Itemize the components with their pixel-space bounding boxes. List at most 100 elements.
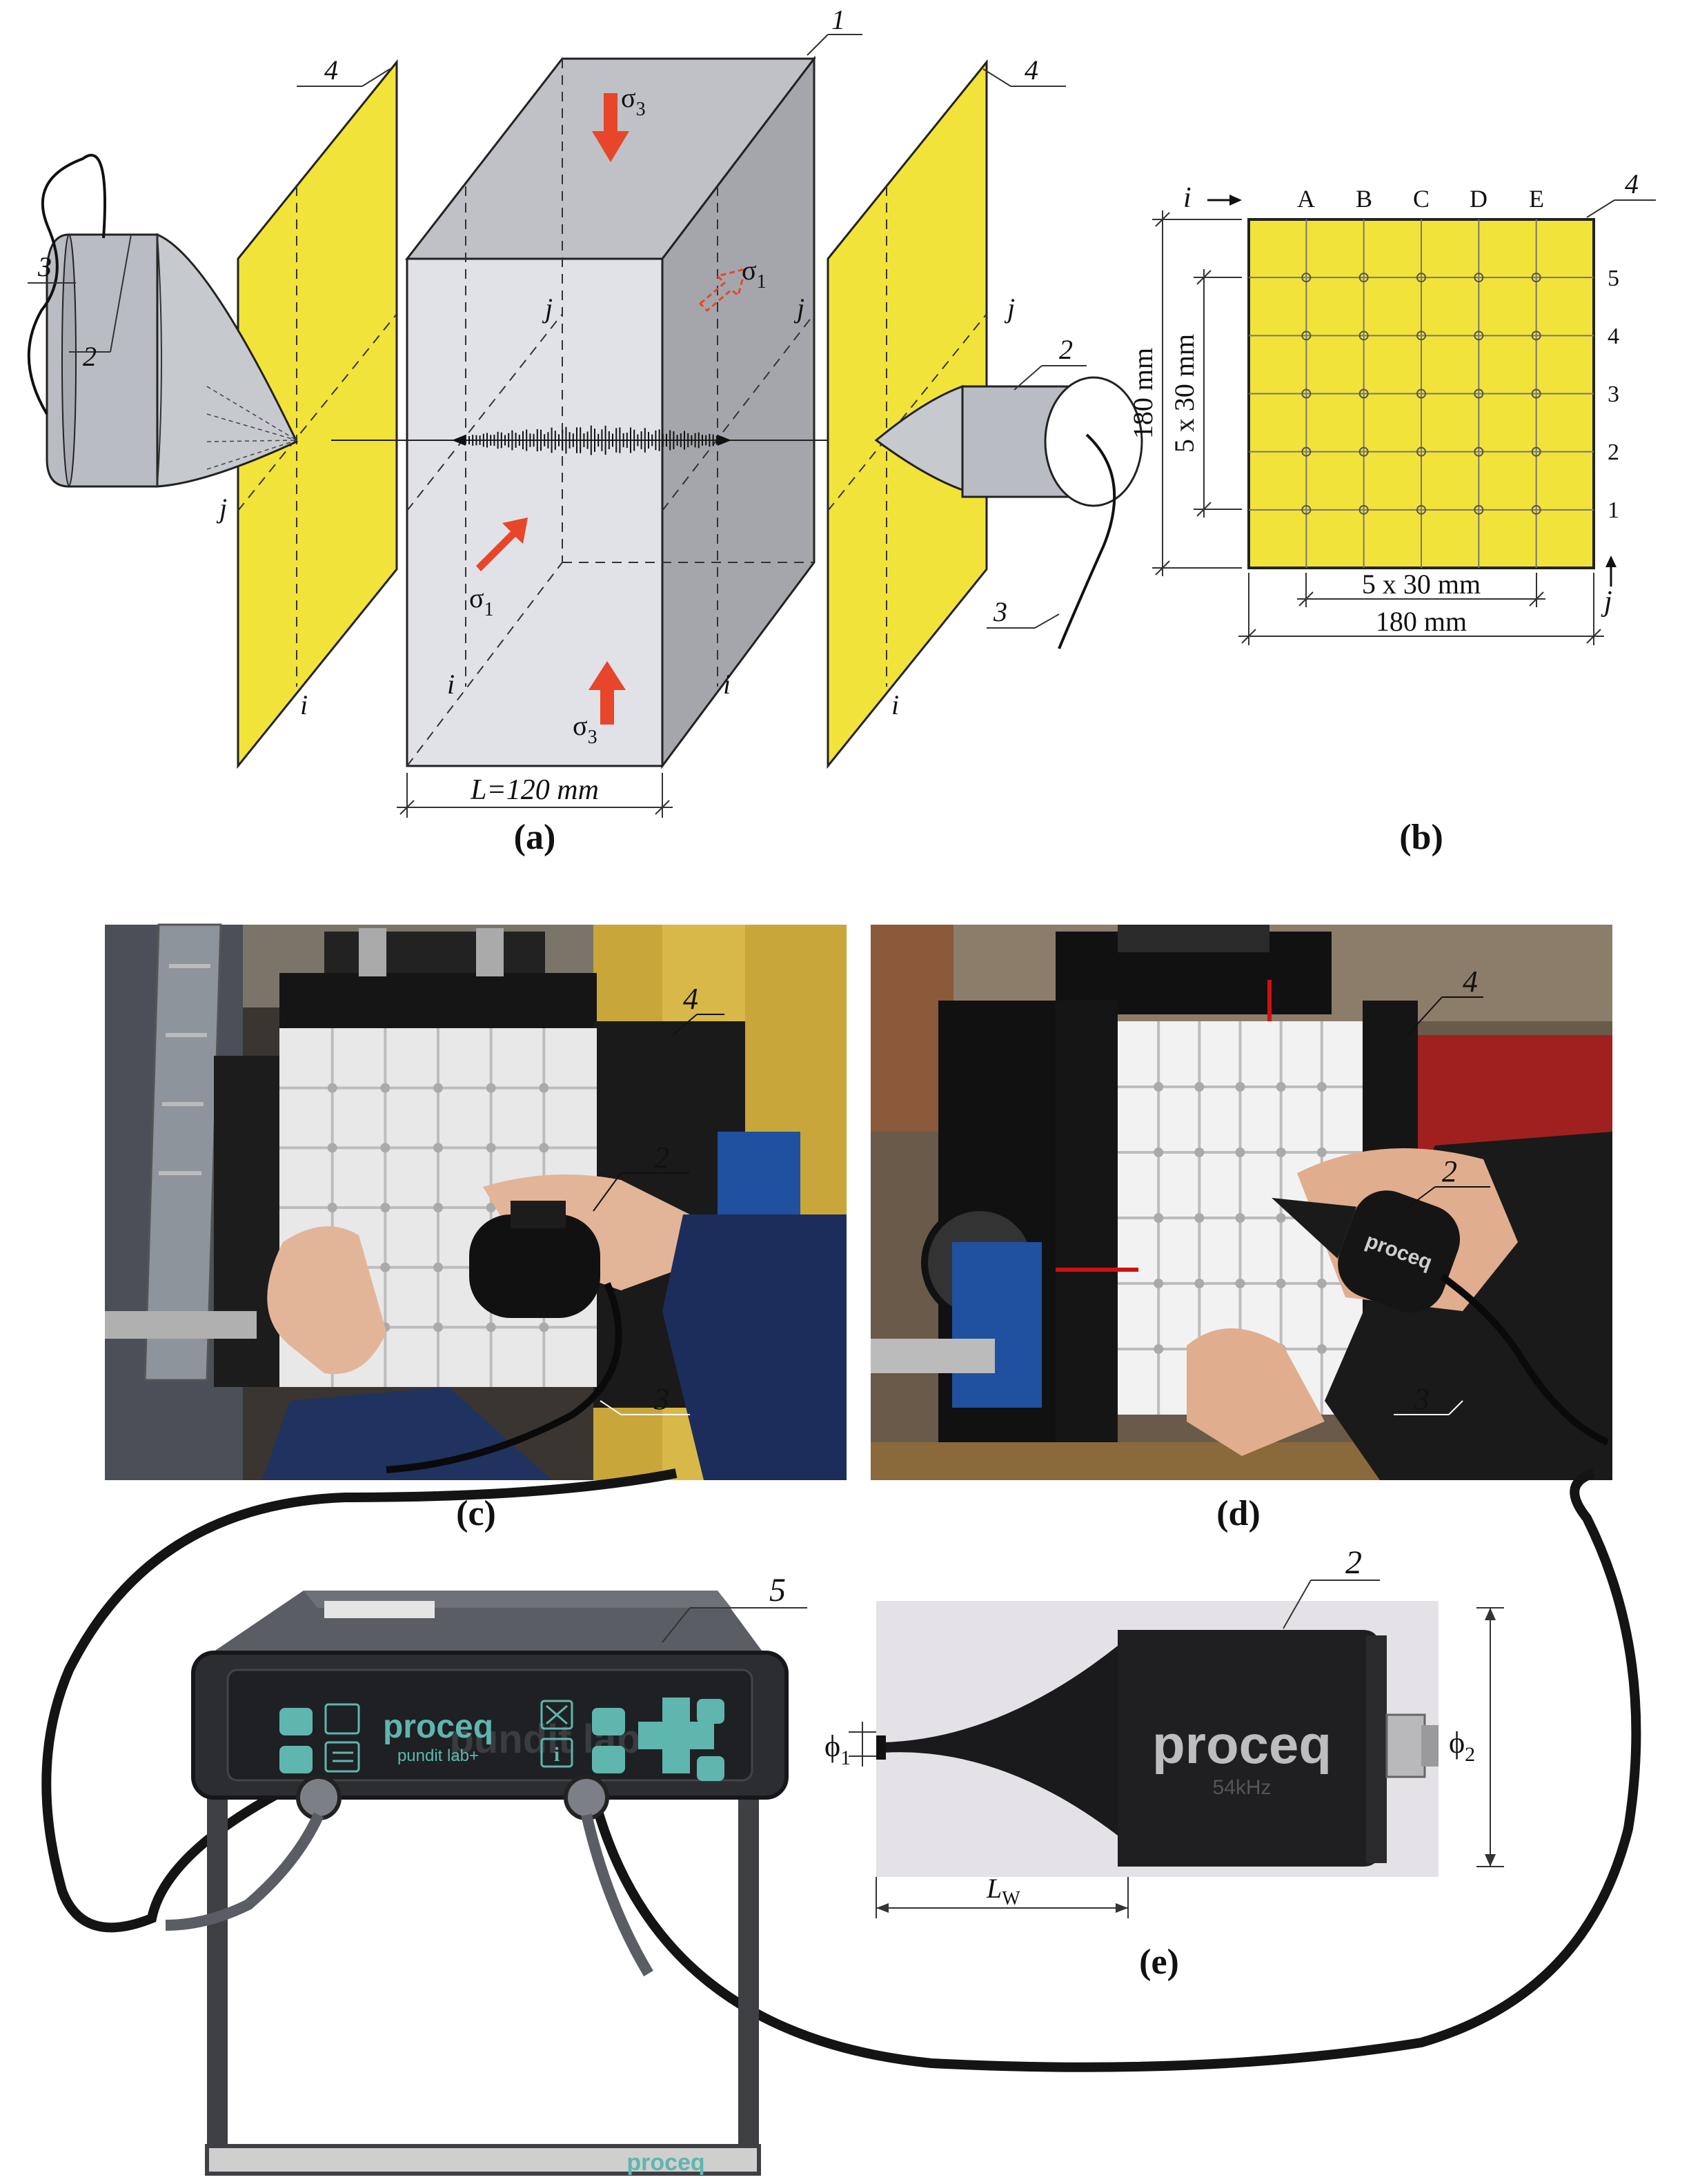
tile-point [1316,1344,1327,1354]
grid-point [1301,331,1312,341]
right-cable [1058,433,1116,649]
tile-point [486,1083,496,1093]
tile-point [1276,1082,1286,1092]
device-brand: proceq [383,1709,493,1745]
phi2-label: ϕ2 [1449,1726,1475,1766]
device-info-icon[interactable] [540,1738,573,1768]
device-button-mid-top[interactable] [592,1708,625,1735]
tile-point [433,1322,443,1332]
callout-4-right-plate: 4 [1025,55,1038,86]
tile-point [1235,1279,1245,1288]
device-button-right-top[interactable] [697,1699,724,1724]
grid-point [1474,446,1484,457]
grid-axis-j: j [1601,586,1612,618]
grid-column-labels: A B C D E [1297,185,1544,213]
callout-4-left-plate: 4 [324,55,338,86]
tile-point [433,1143,443,1153]
axis-j-left-plate: j [216,493,227,524]
callout-1-specimen: 1 [831,4,845,35]
grid-row-labels: 5 4 3 2 1 [1608,266,1619,523]
sigma1-arrow-front [476,518,528,571]
callout-3-panel-d: 3 [1414,1382,1430,1416]
sigma3-arrow-top [592,93,629,162]
grid-row-3: 3 [1608,382,1619,407]
tile-point [433,1083,443,1093]
device-button-left-top[interactable] [279,1708,313,1735]
callout-3-left-cable: 3 [37,251,52,282]
tile-point [1235,1213,1245,1223]
tile-point [1154,1213,1164,1223]
tile-point [1194,1082,1205,1092]
grid-point [1531,446,1541,457]
callout-3-right-cable: 3 [993,596,1007,627]
grid-point [1358,504,1369,515]
axis-i-right-plate: i [891,689,899,720]
measurement-grid [1249,219,1594,568]
tile-point [380,1203,391,1212]
device-port-left [296,1775,342,1820]
device-button-mid-bottom[interactable] [592,1746,625,1773]
grid-row-2: 2 [1608,440,1619,465]
tile-point [1154,1082,1164,1092]
grid-axis-i: i [1183,182,1192,214]
specimen-length-label: L=120 mm [470,774,599,806]
tile-point [327,1143,337,1153]
callout-4-panel-d: 4 [1463,965,1478,998]
tile-point [1194,1148,1205,1157]
axis-i-left-plate: i [300,689,308,720]
device-button-right-bottom[interactable] [697,1756,724,1781]
sigma3-top-label: σ3 [621,82,646,120]
callout-4-panel-c: 4 [683,982,698,1016]
left-sensor-plate [237,59,398,769]
grid-point [1358,388,1369,399]
stand-brand: proceq [626,2149,704,2176]
grid-point [1474,388,1484,399]
device-dpad[interactable] [638,1698,714,1773]
dim-inner-horizontal: 5 x 30 mm [1362,569,1481,600]
connection-cable-left [41,1468,678,1933]
axis-j-right-plate: j [1004,293,1015,324]
tile-point [1194,1213,1205,1223]
pundit-device: proceq pundit lab proceq pundit lab+ i [165,1591,789,2176]
panel-c-photo: 4 2 3 (c) [105,923,847,1533]
grid-point [1416,388,1426,399]
grid-col-D: D [1470,185,1488,213]
device-button-left-bottom[interactable] [279,1746,313,1773]
tile-point [1316,1279,1327,1288]
grid-row-1: 1 [1608,498,1619,523]
left-transducer [46,233,299,488]
tile-point [1276,1213,1286,1223]
tile-point [327,1083,337,1093]
sigma1-front-label: σ1 [469,582,494,620]
tile-point [1276,1279,1286,1288]
grid-point [1416,446,1426,457]
callout-2-panel-d: 2 [1442,1154,1457,1188]
device-icon-settings-icon [540,1700,573,1730]
caption-e: (e) [1139,1942,1179,1982]
panel-c-transducer [469,1214,600,1318]
grid-point [1531,388,1541,399]
grid-point [1301,504,1312,515]
tile-point [539,1143,549,1153]
tile-point [539,1322,549,1332]
callout-3-panel-c: 3 [653,1382,669,1416]
sigma1-arrow-side [698,267,747,313]
grid-point [1301,446,1312,457]
panel-e-transducer-photo: proceq 54kHz [876,1601,1439,1877]
caption-a: (a) [514,818,556,857]
right-sensor-plate [827,59,988,769]
grid-col-C: C [1413,185,1430,213]
phi1-label: ϕ1 [824,1729,851,1769]
tile-point [1194,1279,1205,1288]
grid-point [1474,331,1484,341]
grid-row-5: 5 [1608,266,1619,291]
grid-point [1416,504,1426,515]
device-icon-speaker-icon [324,1703,360,1735]
device-model: pundit lab+ [397,1747,479,1765]
grid-point [1358,446,1369,457]
dim-outer-horizontal: 180 mm [1376,606,1467,637]
grid-point [1358,273,1369,283]
tile-point [380,1143,391,1153]
grid-col-A: A [1297,185,1315,213]
